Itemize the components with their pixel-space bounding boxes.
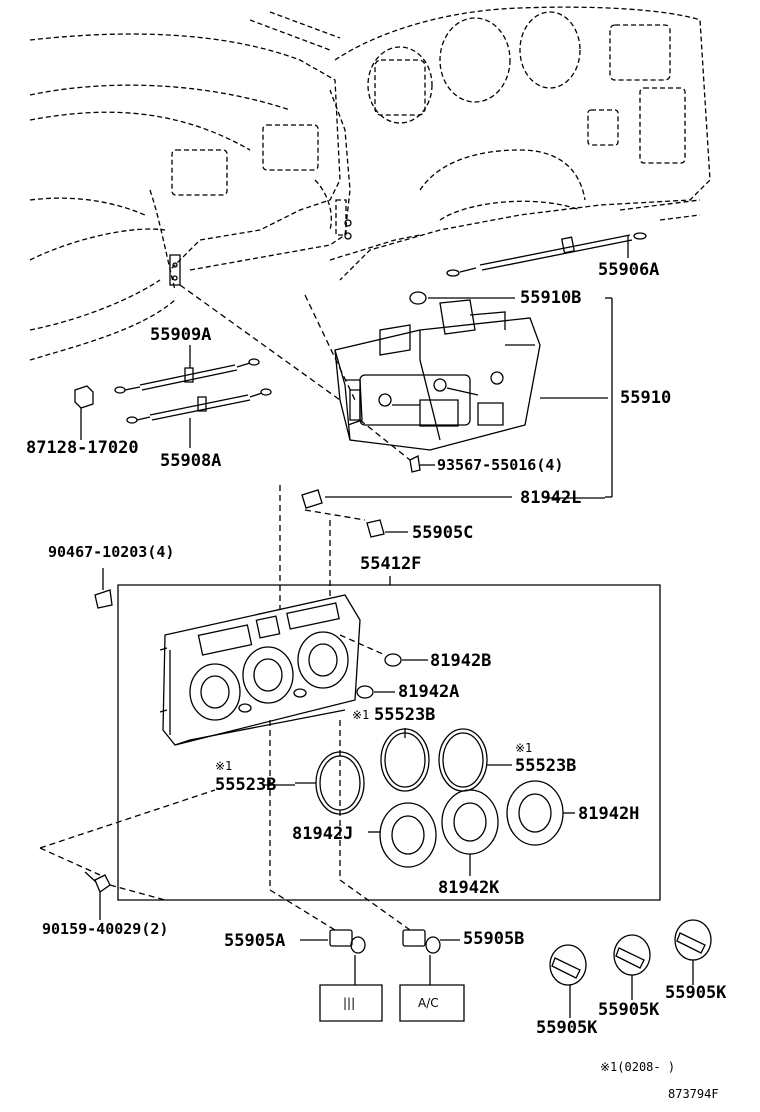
part-label-55523B-left: 55523B bbox=[215, 775, 277, 795]
control-panel-bezel bbox=[160, 595, 360, 745]
part-label-55908A: 55908A bbox=[160, 451, 222, 471]
part-label-55523B-mid: 55523B bbox=[374, 705, 436, 725]
heater-control-unit-55910 bbox=[335, 300, 608, 450]
footnote-mark-2: ※1 bbox=[515, 741, 533, 755]
knob-55905K-right bbox=[675, 920, 711, 985]
defog-switch-symbol: ||| bbox=[343, 996, 356, 1010]
cable-55909A bbox=[115, 345, 259, 393]
part-label-55412F: 55412F bbox=[360, 554, 422, 574]
dashboard-illustration bbox=[30, 7, 710, 360]
clip-55910B bbox=[410, 292, 612, 497]
screw-93567 bbox=[180, 285, 435, 472]
knob-81942L bbox=[280, 485, 512, 610]
part-label-55909A: 55909A bbox=[150, 325, 212, 345]
screw-90159 bbox=[40, 790, 215, 920]
footnote-mark-3: ※1 bbox=[215, 759, 233, 773]
part-label-81942H: 81942H bbox=[578, 804, 640, 824]
knob-55905K-mid bbox=[614, 935, 650, 1000]
knob-81942B bbox=[340, 635, 428, 666]
ring-55523B-mid bbox=[381, 728, 429, 791]
part-label-55523B-right: 55523B bbox=[515, 756, 577, 776]
cable-55908A bbox=[127, 389, 271, 448]
part-label-55905C: 55905C bbox=[412, 523, 474, 543]
clip-90467 bbox=[95, 568, 112, 608]
part-label-81942B: 81942B bbox=[430, 651, 492, 671]
leader-lines bbox=[262, 498, 605, 785]
part-label-55910B: 55910B bbox=[520, 288, 582, 308]
bezel-81942J bbox=[368, 803, 436, 867]
bezel-81942K bbox=[442, 790, 498, 876]
part-label-81942K: 81942K bbox=[438, 878, 500, 898]
part-label-87128-17020: 87128-17020 bbox=[26, 438, 139, 458]
part-label-55905K-right: 55905K bbox=[665, 983, 727, 1003]
footnote: ※1(0208- ) bbox=[600, 1060, 676, 1074]
cable-55906A bbox=[447, 233, 646, 276]
part-label-93567-55016: 93567-55016(4) bbox=[437, 456, 564, 474]
ring-55523B-right bbox=[439, 729, 512, 791]
part-label-55906A: 55906A bbox=[598, 260, 660, 280]
dash-bracket bbox=[170, 220, 351, 285]
bezel-81942H bbox=[507, 781, 575, 845]
switch-55905B bbox=[340, 720, 464, 1021]
knob-55905C bbox=[330, 520, 408, 600]
ac-switch-label: A/C bbox=[418, 996, 439, 1010]
figure-id: 873794F bbox=[668, 1087, 719, 1101]
part-label-55905K-mid: 55905K bbox=[598, 1000, 660, 1020]
part-label-81942L: 81942L bbox=[520, 488, 582, 508]
part-label-90159-40029: 90159-40029(2) bbox=[42, 920, 169, 938]
ring-55523B-left bbox=[295, 752, 364, 814]
nut-87128 bbox=[75, 386, 93, 440]
part-label-81942J: 81942J bbox=[292, 824, 354, 844]
footnote-mark-1: ※1 bbox=[352, 708, 370, 722]
part-label-55905K-left: 55905K bbox=[536, 1018, 598, 1038]
switch-55905A bbox=[270, 720, 382, 1021]
part-label-55910: 55910 bbox=[620, 388, 672, 408]
knob-81942A bbox=[357, 686, 395, 698]
knob-55905K-left bbox=[550, 945, 586, 1018]
part-label-90467-10203: 90467-10203(4) bbox=[48, 543, 175, 561]
panel-55412F-box bbox=[118, 576, 660, 900]
part-label-55905B: 55905B bbox=[463, 929, 525, 949]
part-label-81942A: 81942A bbox=[398, 682, 460, 702]
part-label-55905A: 55905A bbox=[224, 931, 286, 951]
